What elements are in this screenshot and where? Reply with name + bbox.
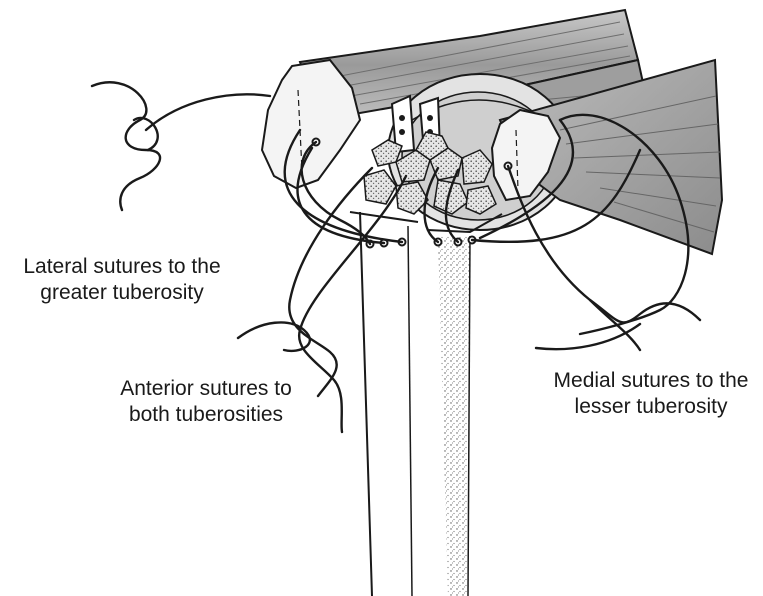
anterior-label-line-1: Anterior sutures to xyxy=(94,376,318,402)
lateral-label-line-2: greater tuberosity xyxy=(2,280,242,306)
humeral-shaft xyxy=(350,212,502,596)
greater-tuberosity xyxy=(262,60,360,188)
medial-sutures-label: Medial sutures to the lesser tuberosity xyxy=(540,368,762,420)
anterior-label-line-2: both tuberosities xyxy=(94,402,318,428)
medial-label-line-1: Medial sutures to the xyxy=(540,368,762,394)
medial-label-line-2: lesser tuberosity xyxy=(540,394,762,420)
anterior-sutures-label: Anterior sutures to both tuberosities xyxy=(94,376,318,428)
lateral-sutures-label: Lateral sutures to the greater tuberosit… xyxy=(2,254,242,306)
lateral-label-line-1: Lateral sutures to the xyxy=(2,254,242,280)
